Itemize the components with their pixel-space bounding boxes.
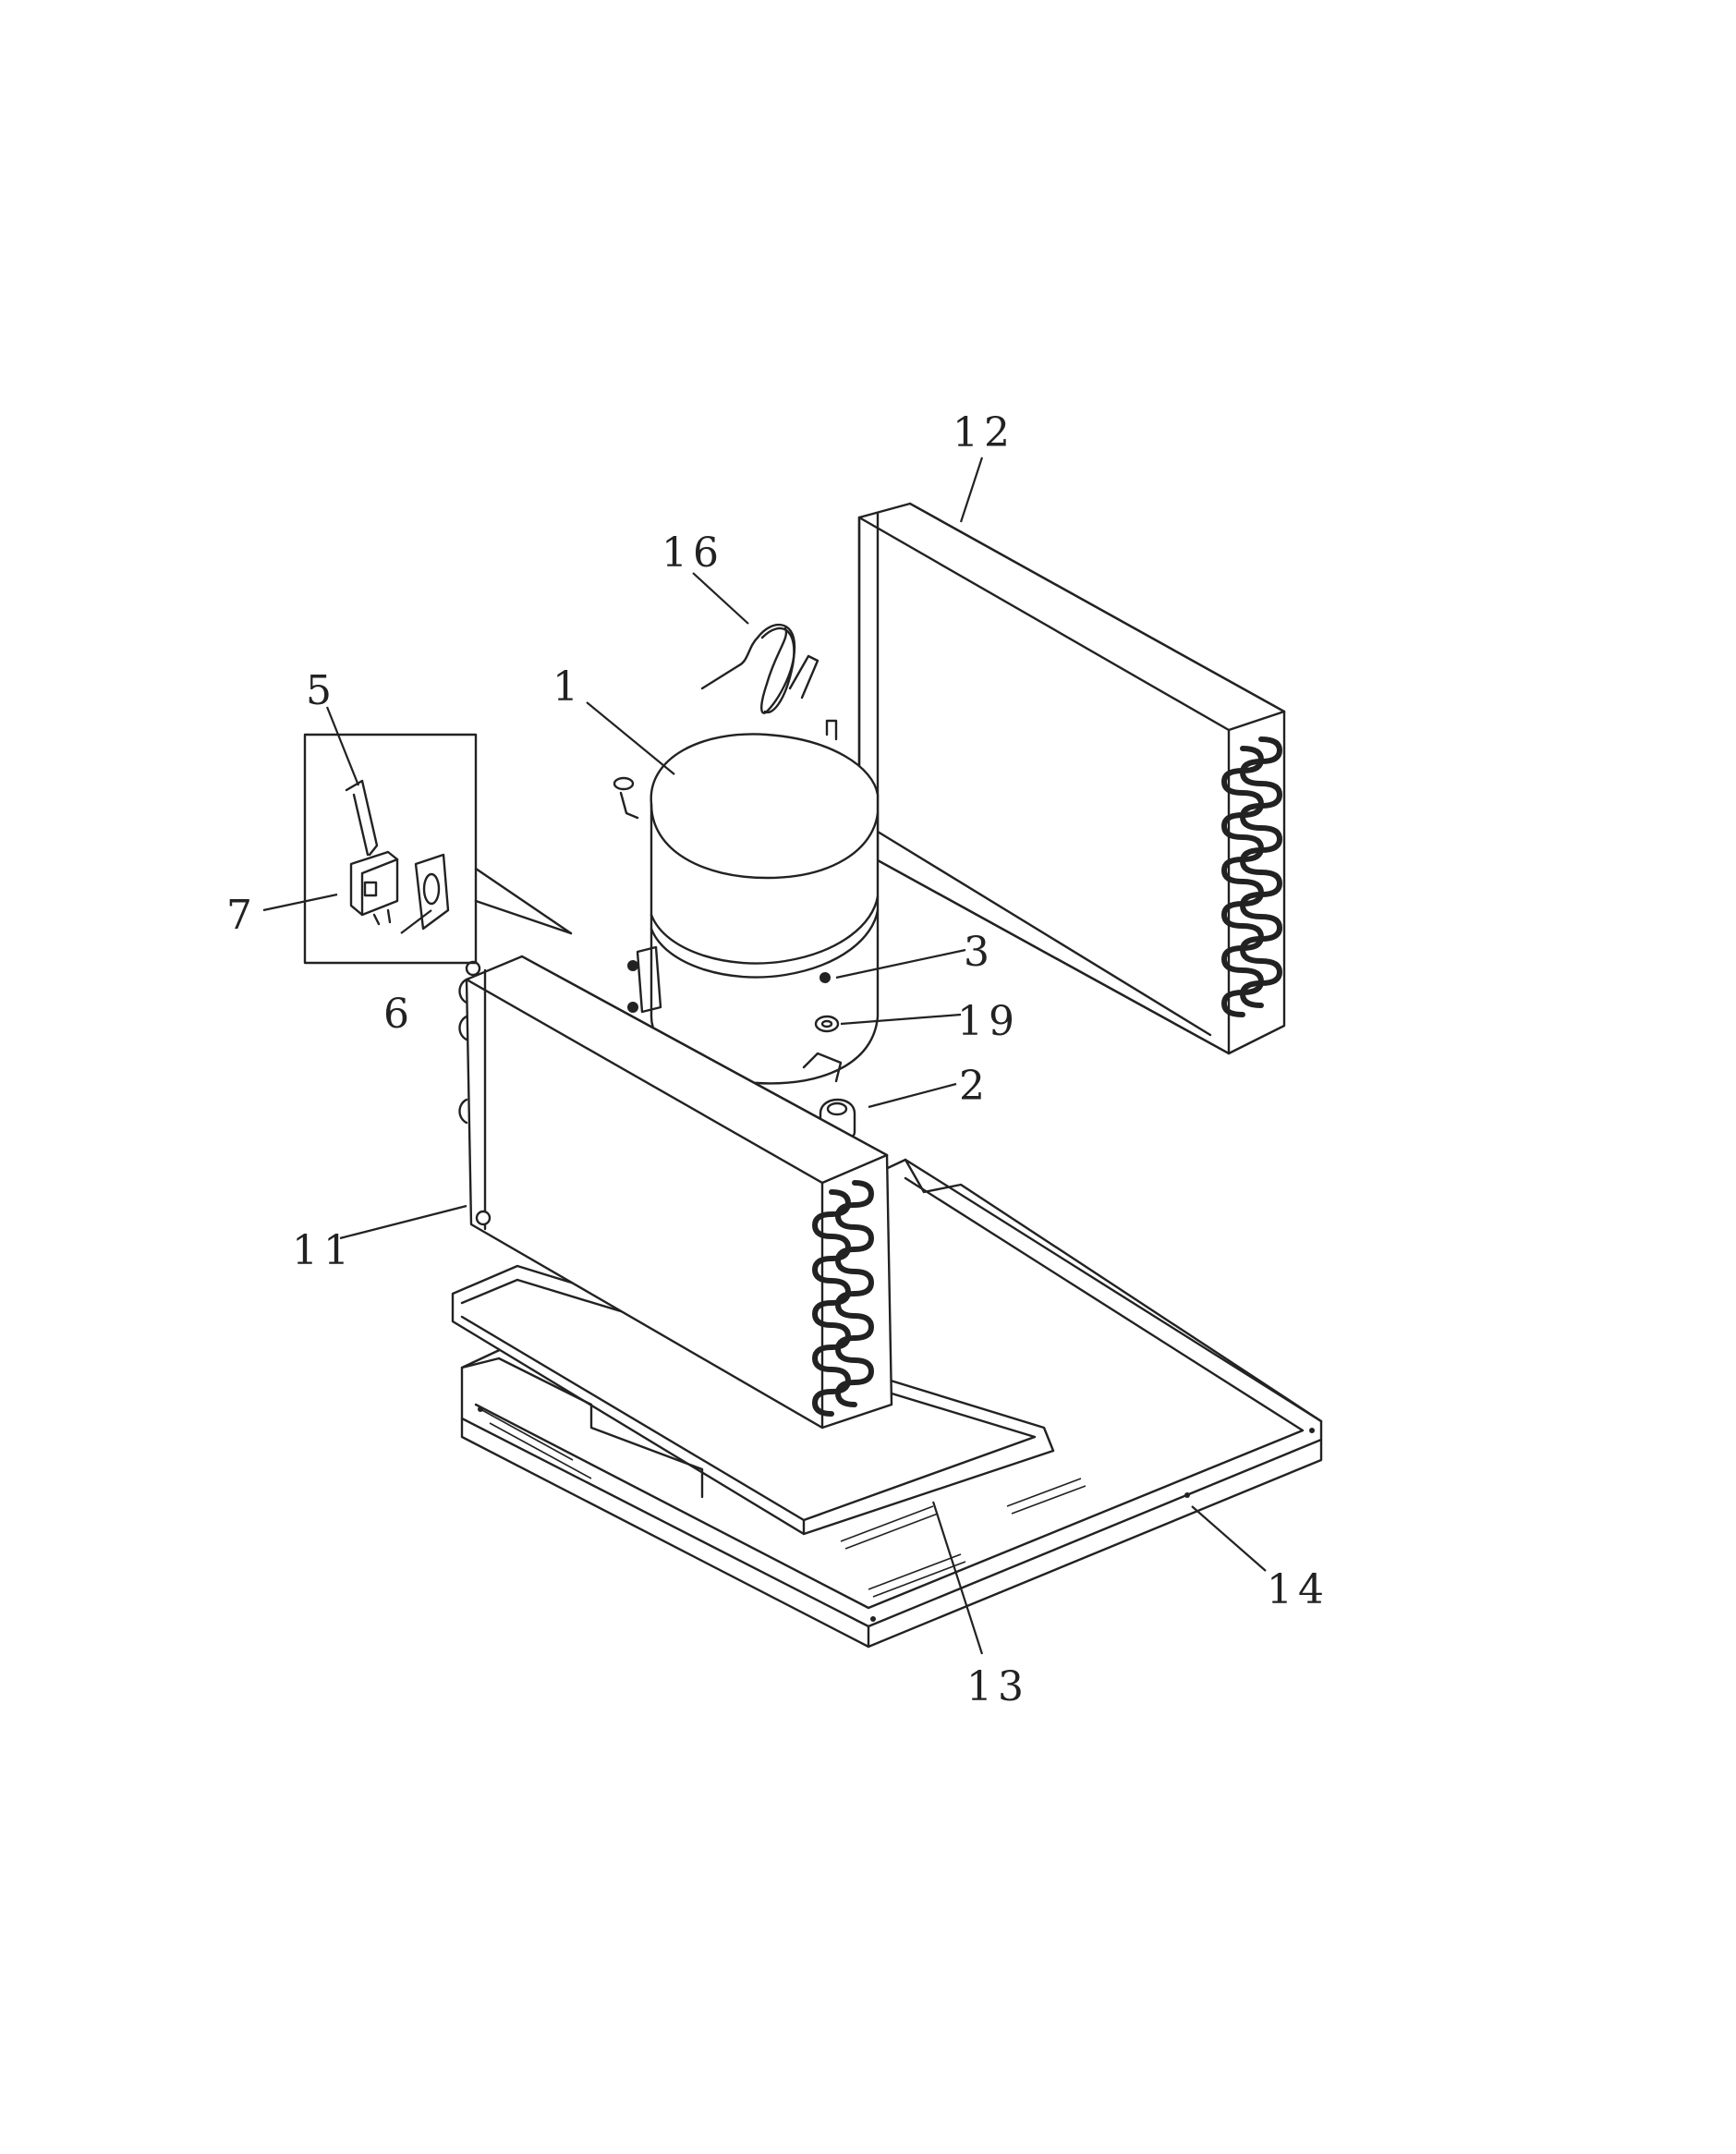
callout-labels: 1 2 3 5 6 7 11 12 13 14 16 19: [226, 409, 1329, 1710]
callout-label-16: 16: [662, 529, 724, 577]
wire-clip-part-5: [345, 779, 379, 857]
front-condenser-coils: [811, 1180, 875, 1417]
callout-label-3: 3: [964, 929, 995, 976]
callout-label-13: 13: [966, 1663, 1029, 1710]
electrical-inset-box: [303, 733, 573, 965]
callout-label-1: 1: [552, 663, 584, 711]
callout-label-2: 2: [959, 1063, 990, 1110]
overload-plate-part-6: [414, 853, 450, 931]
callout-label-19: 19: [957, 998, 1020, 1045]
callout-label-7: 7: [226, 892, 258, 939]
leader-lines: [262, 456, 1267, 1655]
rear-condenser-part-12: [857, 502, 1286, 1055]
callout-label-6: 6: [383, 991, 415, 1038]
rear-condenser-coils: [1220, 736, 1283, 1017]
callout-label-14: 14: [1267, 1566, 1329, 1613]
capillary-coil-part-16: [700, 623, 819, 714]
relay-part-7: [349, 850, 399, 926]
callout-label-12: 12: [953, 409, 1015, 456]
front-condenser-part-11: [458, 955, 893, 1430]
callout-label-5: 5: [306, 667, 337, 714]
callout-label-11: 11: [292, 1227, 355, 1274]
